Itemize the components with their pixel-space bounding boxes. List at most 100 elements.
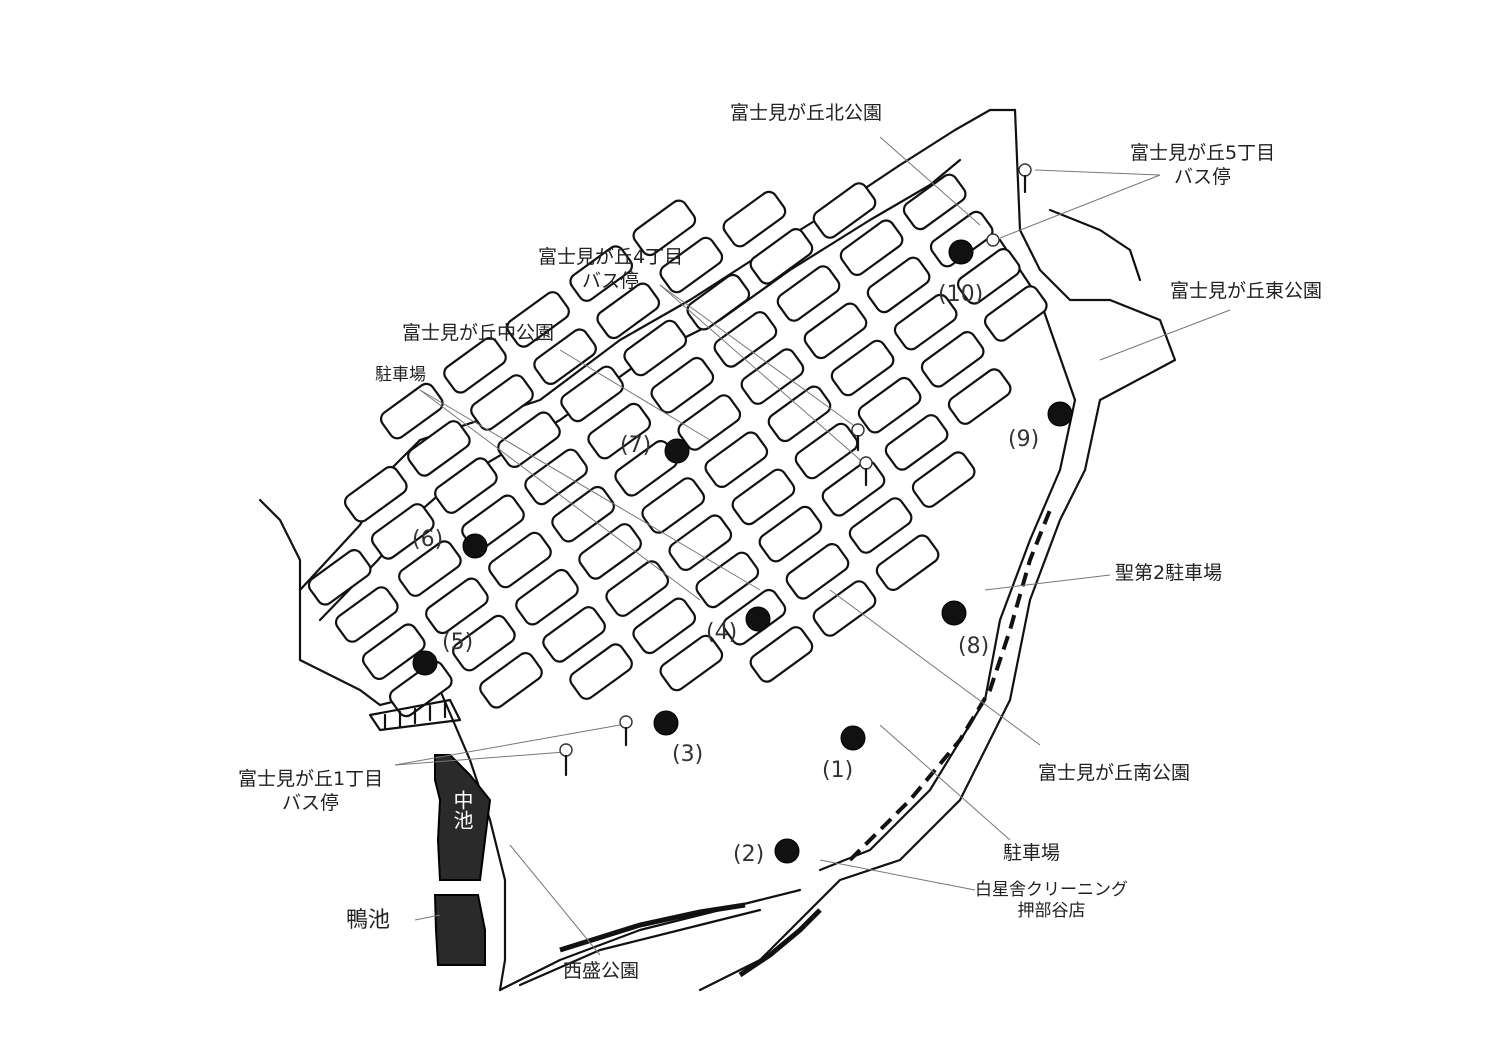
slope-hatching [258, 498, 462, 732]
city-block [452, 614, 516, 672]
city-block [443, 337, 507, 394]
label-kamoike: 鴨池 [346, 908, 391, 933]
marker-10[interactable] [948, 239, 974, 265]
ponds [433, 754, 492, 966]
label-bus-stop-1-line1: 富士見が丘1丁目 [238, 768, 384, 790]
city-block [794, 422, 859, 480]
city-block [695, 551, 760, 609]
city-block [893, 293, 958, 351]
stop-label-1: (1) [822, 758, 854, 783]
city-block [506, 291, 570, 348]
city-block [947, 368, 1012, 425]
marker-9[interactable] [1047, 401, 1073, 427]
stop-label-2: (2) [733, 842, 765, 867]
city-block [632, 597, 697, 655]
city-block [388, 660, 453, 718]
marker-7[interactable] [664, 438, 690, 464]
city-block [605, 560, 670, 617]
marker-5[interactable] [412, 650, 438, 676]
city-block [334, 586, 399, 643]
label-bus-stop-4-line1: 富士見が丘4丁目 [538, 246, 684, 268]
city-block [370, 503, 435, 560]
marker-6[interactable] [462, 533, 488, 559]
stop-label-6: (6) [412, 527, 444, 552]
label-seidai2-parking: 聖第2駐車場 [1115, 562, 1223, 584]
city-block [830, 339, 895, 397]
city-block [866, 256, 931, 314]
city-block [488, 531, 552, 589]
city-block [983, 285, 1048, 342]
city-block [632, 199, 697, 257]
city-block [785, 543, 850, 600]
label-cleaning: 白星舎クリーニング 押部谷店 [975, 880, 1128, 923]
label-bus-stop-5-line2: バス停 [1174, 165, 1232, 188]
label-east-park: 富士見が丘東公園 [1170, 280, 1323, 302]
marker-4[interactable] [745, 606, 771, 632]
label-cleaning-line2: 押部谷店 [1017, 901, 1086, 922]
city-block [740, 348, 805, 405]
city-block [533, 328, 597, 385]
label-bus-stop-4-line2: バス停 [582, 269, 640, 292]
stop-label-9: (9) [1008, 427, 1040, 452]
stop-label-8: (8) [958, 634, 990, 659]
marker-1[interactable] [840, 725, 866, 751]
stop-label-4: (4) [706, 620, 738, 645]
city-block [803, 302, 868, 360]
city-block [569, 245, 634, 302]
city-block [407, 420, 471, 477]
marker-8[interactable] [941, 600, 967, 626]
city-block [587, 402, 652, 460]
city-block [911, 451, 976, 508]
label-nakaike: 中池 [450, 790, 474, 830]
city-block [569, 643, 633, 700]
label-south-park: 富士見が丘南公園 [1038, 762, 1191, 784]
city-block [542, 606, 606, 663]
city-block [875, 534, 940, 591]
city-block [821, 460, 886, 517]
marker-2[interactable] [774, 838, 800, 864]
city-block [713, 311, 778, 368]
city-block [398, 540, 462, 597]
city-block [767, 385, 832, 443]
city-block [343, 465, 408, 523]
city-block [659, 634, 724, 692]
label-north-park: 富士見が丘北公園 [730, 102, 883, 124]
city-block [812, 182, 877, 239]
city-block [470, 374, 534, 431]
label-bus-stop-1: 富士見が丘1丁目 バス停 [238, 768, 383, 816]
rail-line [559, 509, 1052, 978]
stop-markers [412, 239, 1073, 864]
city-block [596, 282, 661, 340]
city-block [578, 523, 642, 580]
city-block [307, 549, 372, 606]
city-block [623, 319, 688, 377]
city-block [902, 173, 967, 231]
city-block [361, 623, 426, 680]
label-central-park: 富士見が丘中公園 [402, 322, 555, 344]
city-block [434, 457, 498, 514]
city-block [668, 514, 733, 571]
city-blocks [307, 173, 1048, 718]
city-block [956, 248, 1021, 305]
city-block [722, 190, 787, 248]
city-block [848, 497, 913, 554]
label-bus-stop-5: 富士見が丘5丁目 バス停 [1130, 142, 1275, 190]
nakaike-pond [434, 754, 492, 881]
city-block [884, 414, 949, 471]
city-block [857, 376, 922, 434]
marker-3[interactable] [653, 710, 679, 736]
city-block [551, 485, 615, 543]
city-block [659, 236, 724, 294]
city-block [650, 356, 715, 414]
city-block [749, 228, 814, 285]
city-block [920, 331, 985, 388]
city-block [704, 431, 769, 488]
city-block [731, 468, 796, 526]
city-block [497, 411, 561, 468]
city-block [758, 505, 823, 563]
city-block [677, 394, 742, 451]
city-block [425, 577, 489, 635]
leader-lines [394, 136, 1231, 956]
label-bus-stop-1-line2: バス停 [282, 791, 340, 814]
